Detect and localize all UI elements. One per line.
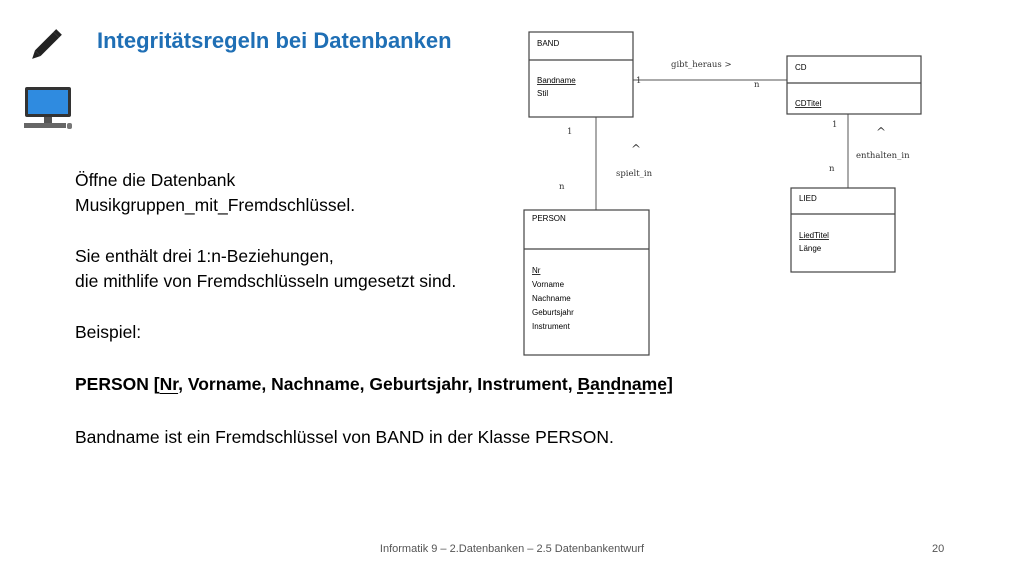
pencil-icon [32,29,62,59]
card-band-cd-n: n [754,80,760,90]
paragraph-open-db-line2: Musikgruppen_mit_Fremdschlüssel. [75,195,356,215]
rel-enthalten-in-label: enthalten_in [856,151,910,161]
entity-cd: CD CDTitel [786,55,922,115]
rel-spielt-in-arrow: ^ [631,142,641,156]
foreign-key: Bandname [577,374,667,394]
entity-person: PERSON Nr Vorname Nachname Geburtsjahr I… [523,209,650,356]
entity-person-name: PERSON [532,214,566,223]
example-label: Beispiel: [75,322,142,342]
rel-spielt-in-label: spielt_in [616,169,653,179]
entity-band-name: BAND [537,39,559,48]
entity-lied-name: LIED [799,194,817,203]
footer-text: Informatik 9 – 2.Datenbanken – 2.5 Daten… [379,543,645,555]
example-middle: , Vorname, Nachname, Geburtsjahr, Instru… [178,374,578,394]
entity-lied: LIED LiedTitel Länge [790,187,896,273]
example-suffix: ] [666,374,673,394]
person-attr-geburtsjahr: Geburtsjahr [532,308,574,317]
paragraph-relations-line2: die mithlife von Fremdschlüsseln umgeset… [75,271,457,291]
person-attr-nachname: Nachname [532,294,571,303]
band-attr-bandname: Bandname [537,76,576,85]
cd-attr-cdtitel: CDTitel [795,99,822,108]
card-band-cd-1: 1 [636,76,641,86]
band-attr-stil: Stil [537,89,548,98]
primary-key: Nr [159,374,179,394]
person-attr-vorname: Vorname [532,280,565,289]
uml-diagram: BAND Bandname Stil CD CDTitel PERSON Nr … [523,31,922,356]
page-title: Integritätsregeln bei Datenbanken [97,28,452,53]
page-number: 20 [932,543,945,555]
lied-attr-laenge: Länge [799,244,822,253]
example-prefix: PERSON [ [75,374,160,394]
example-schema: PERSON [Nr, Vorname, Nachname, Geburtsja… [75,372,673,397]
entity-cd-name: CD [795,63,807,72]
entity-band: BAND Bandname Stil [528,31,634,118]
paragraph-open-db-line1: Öffne die Datenbank [75,170,236,190]
card-cd-lied-1: 1 [832,120,837,130]
paragraph-relations-line1: Sie enthält drei 1:n-Beziehungen, [75,246,334,266]
card-band-person-1: 1 [567,127,572,137]
card-cd-lied-n: n [829,164,835,174]
person-attr-instrument: Instrument [532,322,571,331]
lied-attr-liedtitel: LiedTitel [799,231,829,240]
computer-icon [24,87,72,129]
card-band-person-n: n [559,182,565,192]
conclusion-text: Bandname ist ein Fremdschlüssel von BAND… [75,427,614,447]
rel-gibt-heraus-label: gibt_heraus > [671,60,732,70]
person-attr-nr: Nr [532,266,541,275]
rel-enthalten-in-arrow: ^ [876,125,886,139]
